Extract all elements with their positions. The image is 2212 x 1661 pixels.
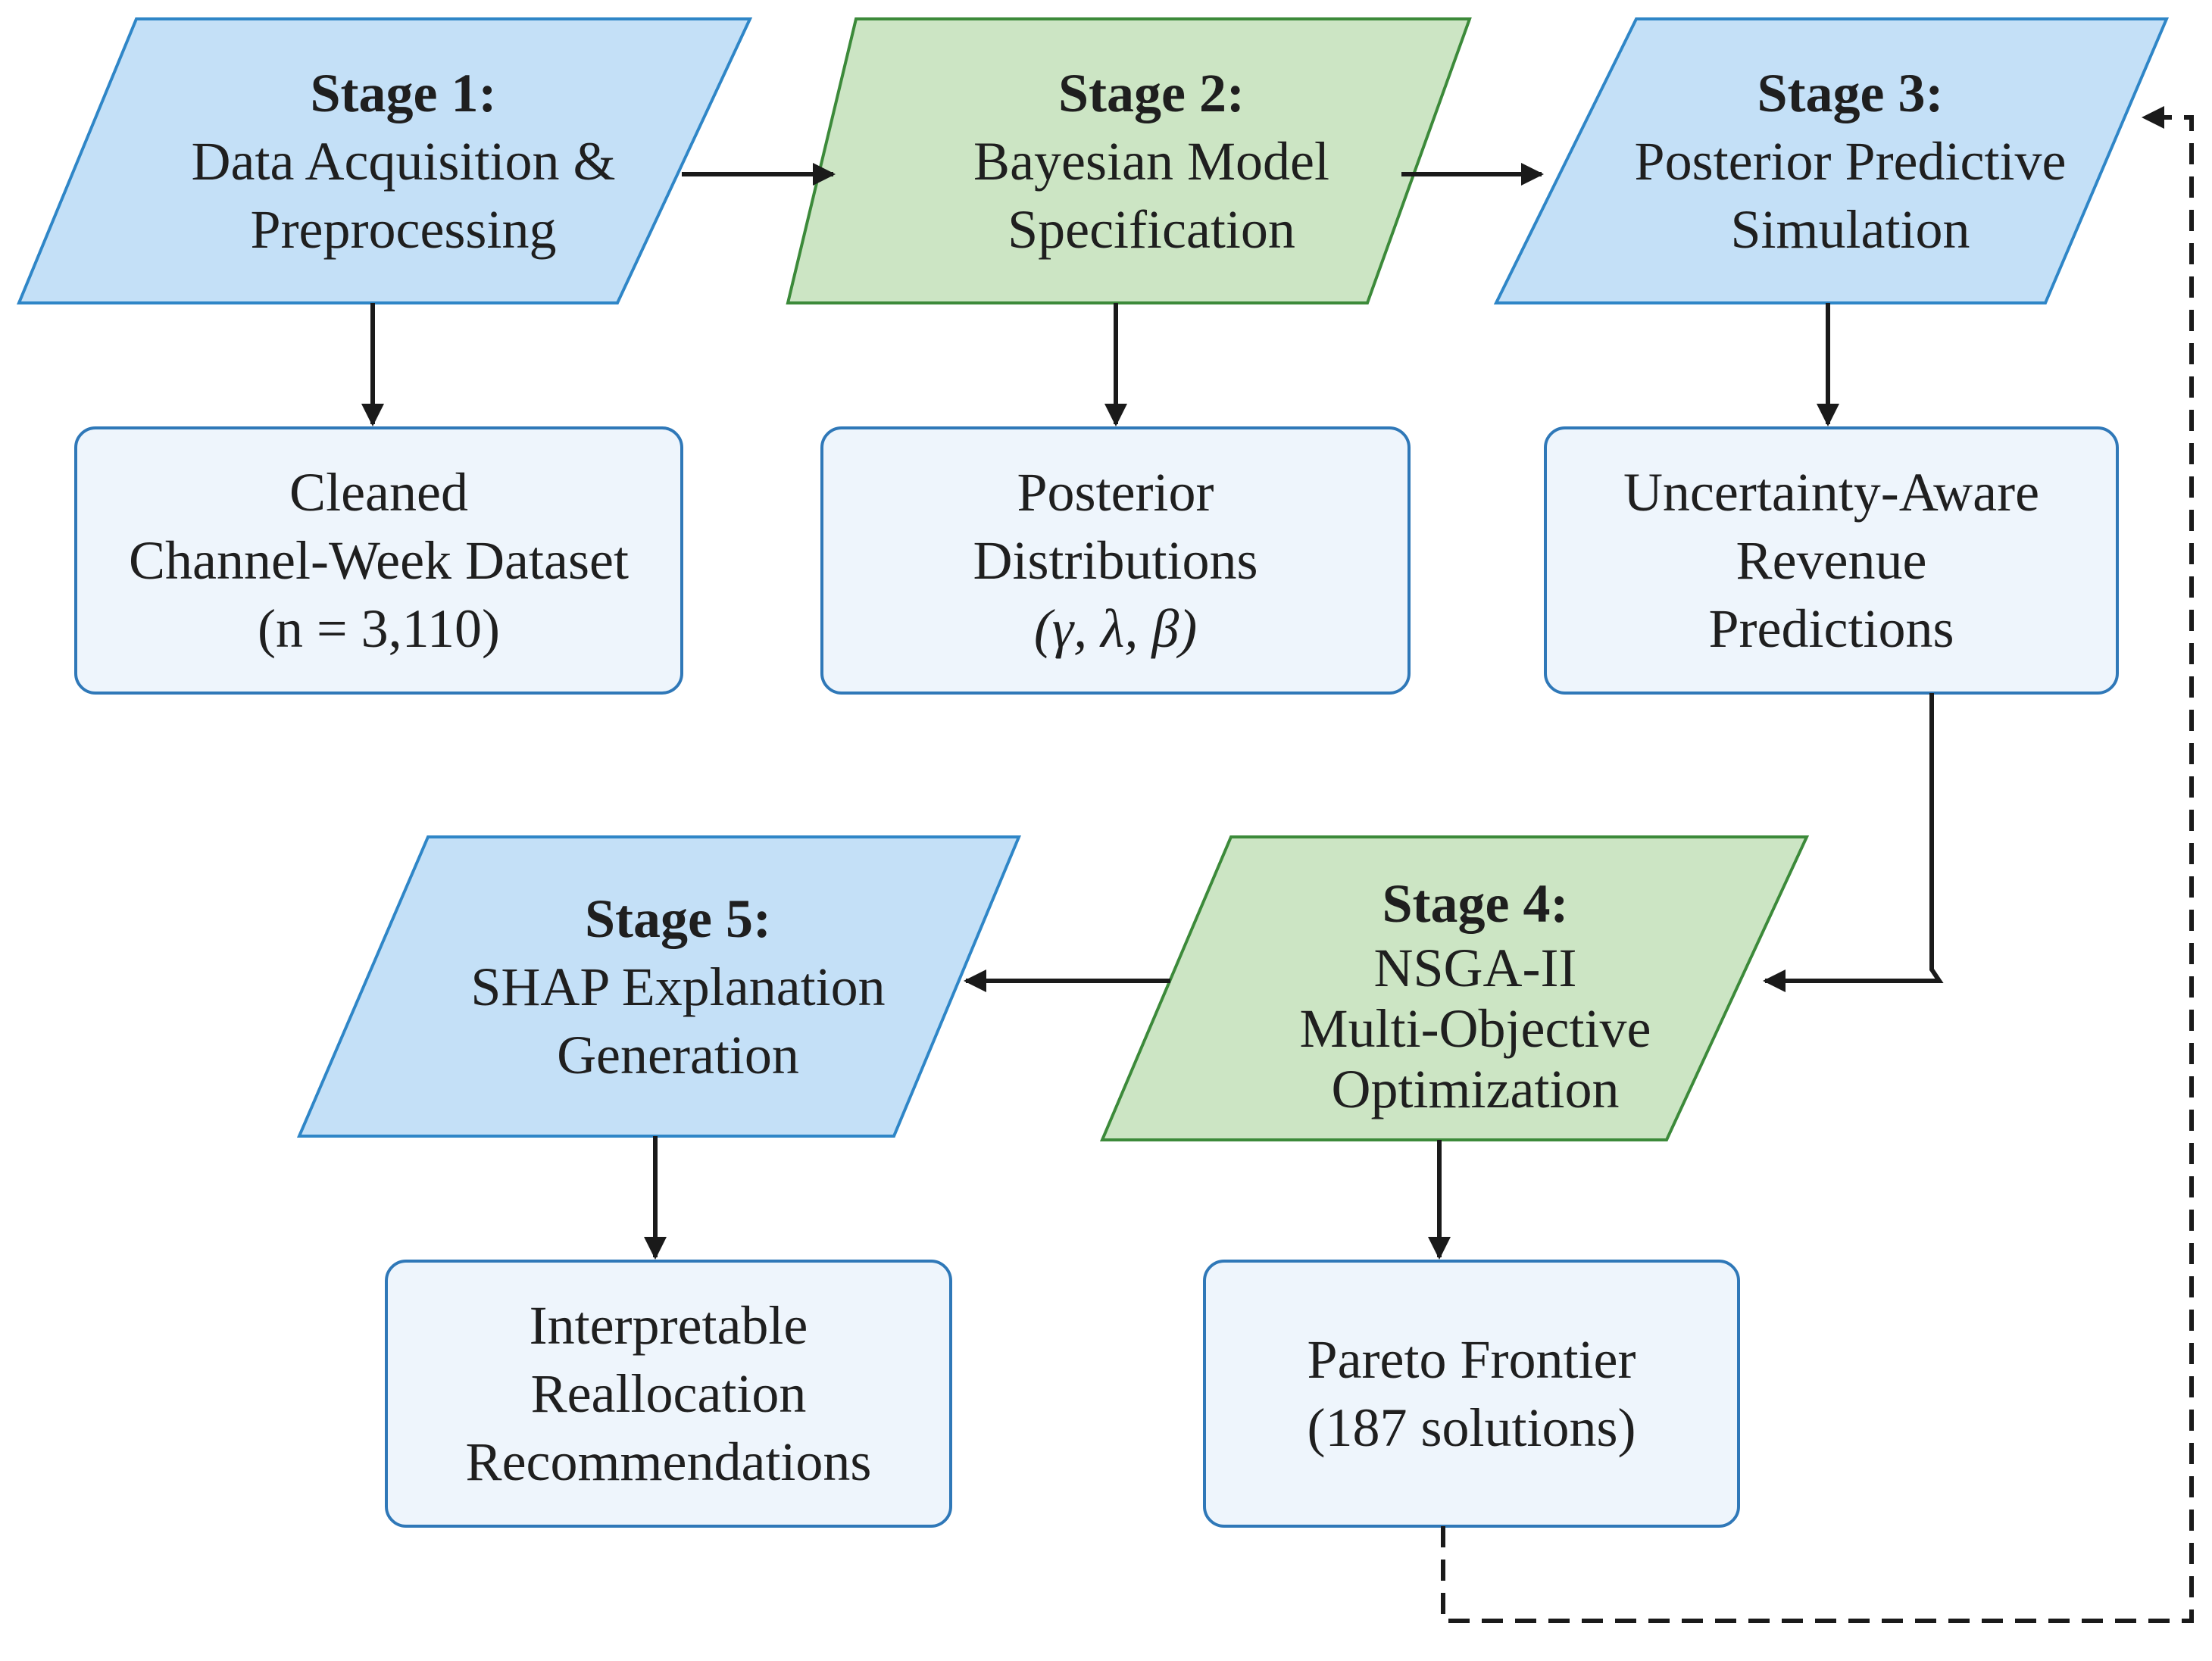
output-3-box xyxy=(1544,426,2119,695)
stage-3-shape xyxy=(1493,17,2170,304)
stage-5-shape xyxy=(296,835,1022,1138)
feedback-loop-arrow xyxy=(1441,106,2194,1623)
stage-2-shape xyxy=(786,17,1472,304)
output-4-box xyxy=(1203,1260,1740,1528)
output-2-box xyxy=(820,426,1411,695)
output-1-box xyxy=(74,426,683,695)
stage-4-shape xyxy=(1099,835,1810,1141)
arrow-output3-to-stage4 xyxy=(1763,693,1944,992)
output-5-box xyxy=(385,1260,952,1528)
stage-1-shape xyxy=(17,17,753,304)
